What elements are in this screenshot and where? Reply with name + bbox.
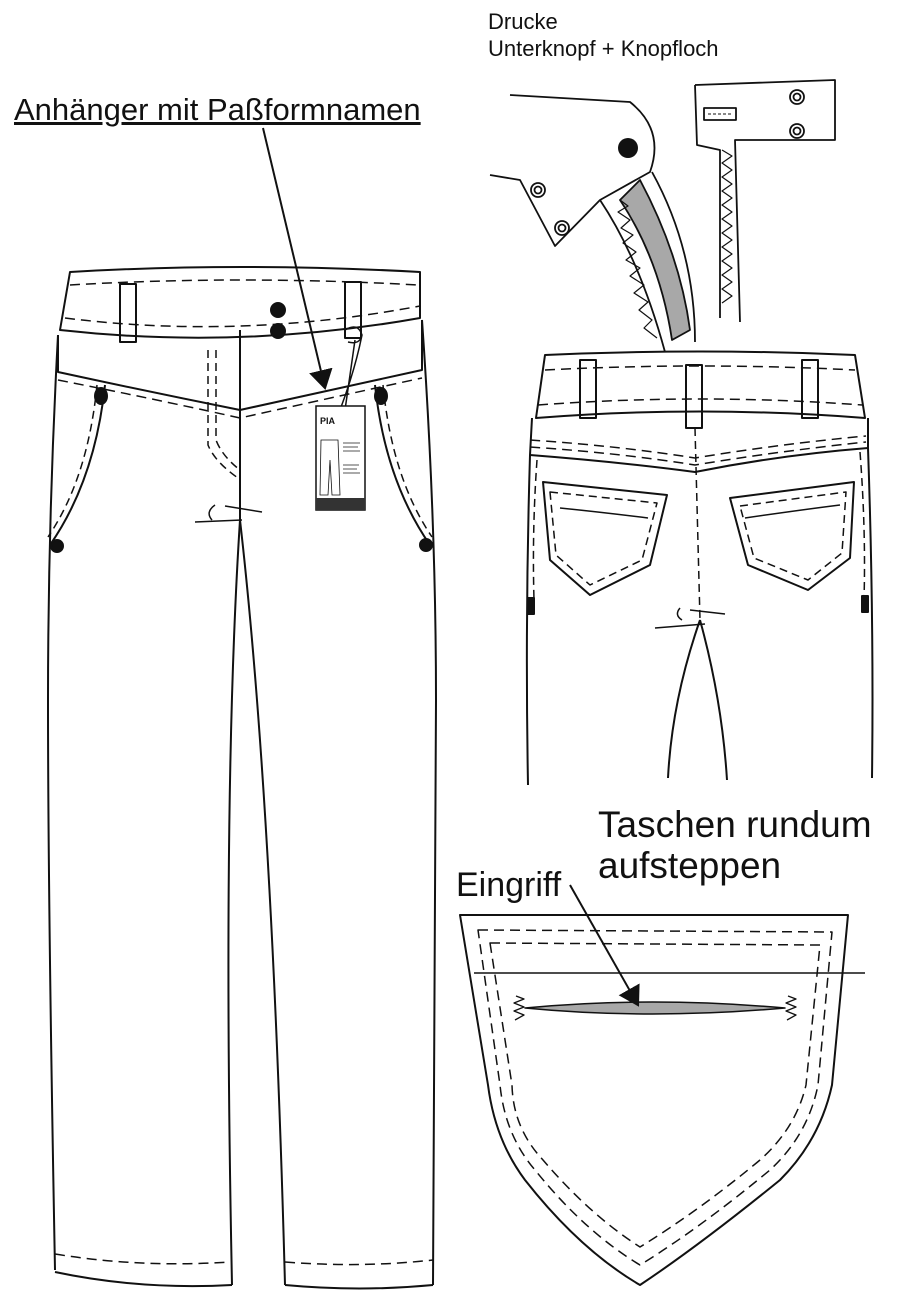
front-rivet: [419, 538, 433, 552]
zipper-teeth: [721, 149, 733, 304]
back-pocket-right: [729, 481, 855, 591]
front-hem-right-stitch: [284, 1259, 434, 1266]
front-pocket-right-stitch: [382, 384, 433, 538]
prints-label: Drucke Unterknopf + Knopfloch: [488, 8, 719, 62]
front-view-pants: [47, 266, 437, 1290]
front-pocket-right: [374, 384, 431, 546]
button-tab-edge: [599, 199, 666, 353]
back-pocket-right-stitch: [739, 491, 847, 581]
front-button: [270, 302, 286, 318]
front-fly-stitch: [215, 350, 241, 471]
pocket-stitch-label-line2: aufsteppen: [598, 845, 782, 886]
front-bartack: [194, 504, 263, 523]
back-yoke-stitch: [529, 441, 867, 466]
zipper-teeth: [617, 199, 658, 339]
buttonhole: [703, 107, 737, 121]
opening-arrow: [569, 884, 640, 1007]
back-pocket-right-opening: [744, 504, 841, 519]
front-belt-loop-right: [344, 281, 362, 339]
back-waistband-stitch: [544, 365, 856, 371]
front-hem-left: [54, 1271, 233, 1288]
back-bartack: [861, 595, 869, 613]
front-pocket-left-stitch: [47, 384, 98, 538]
back-waistband-stitch: [537, 398, 863, 406]
pocket-stitch-inner: [489, 942, 821, 1248]
snap-rivet: [554, 220, 570, 236]
front-waistband-stitch: [64, 305, 421, 328]
front-leg-right-outer: [421, 319, 437, 1286]
pocket-stitch-label: Taschen rundum aufsteppen: [598, 804, 872, 886]
front-hem-right: [284, 1284, 434, 1290]
back-leg-right-outer: [867, 447, 874, 779]
back-belt-loop: [579, 359, 597, 419]
button-detail-view: [489, 79, 836, 353]
back-belt-loop: [685, 364, 703, 429]
back-waistband: [535, 350, 866, 419]
front-fly-stitch: [207, 350, 239, 479]
prints-label-line1: Drucke: [488, 9, 558, 34]
pocket-stitch-outer: [477, 929, 833, 1266]
hang-tag-text-lines: [343, 442, 360, 474]
pocket-outline: [459, 914, 849, 1286]
buttonhole-tab: [694, 79, 836, 323]
front-rivet: [50, 539, 64, 553]
hang-tag-fit-name: PIA: [320, 416, 336, 426]
back-pocket-left: [542, 481, 668, 596]
zipper-tape: [619, 179, 691, 341]
front-waistband: [59, 266, 421, 339]
opening-label: Eingriff: [456, 866, 562, 904]
tag-arrow: [262, 127, 333, 390]
back-crotch-inner-left: [667, 619, 701, 779]
back-side-stitch: [532, 459, 538, 601]
back-bartack: [527, 597, 535, 615]
pocket-stitch-label-line1: Taschen rundum: [598, 804, 872, 845]
front-leg-left-inner: [227, 519, 241, 1286]
front-rivet: [374, 387, 388, 405]
hang-tag: PIA: [315, 326, 366, 511]
hang-tag-card: [315, 405, 366, 511]
front-hem-left-stitch: [54, 1253, 231, 1265]
front-button: [270, 323, 286, 339]
front-rivet: [94, 387, 108, 405]
front-leg-left-outer: [47, 334, 59, 1271]
button-tab-flap: [489, 94, 656, 247]
prints-label-line2: Unterknopf + Knopfloch: [488, 36, 719, 61]
pocket-detail-view: [459, 914, 865, 1286]
back-leg-left-outer: [525, 454, 531, 786]
pocket-bartack-right: [785, 995, 797, 1021]
pocket-opening: [524, 1001, 786, 1015]
back-center-seam: [694, 427, 701, 621]
snap-rivet: [789, 89, 805, 105]
buttonhole-tab-edge: [694, 84, 721, 318]
hang-tag-pants-icon: [319, 439, 341, 496]
front-pocket-left: [49, 384, 106, 546]
back-pocket-left-opening: [559, 507, 649, 519]
back-crotch-bartack: [654, 607, 726, 629]
back-view-pants: [525, 350, 874, 786]
button-detail-button: [618, 138, 638, 158]
snap-rivet: [530, 182, 546, 198]
back-yoke-stitch: [529, 435, 867, 459]
tag-label: Anhänger mit Paßformnamen: [14, 92, 421, 127]
pocket-bartack-left: [513, 995, 525, 1021]
back-yoke: [529, 417, 869, 473]
back-belt-loop: [801, 359, 819, 419]
front-leg-right-inner: [239, 519, 286, 1286]
back-side-stitch: [859, 451, 866, 601]
button-tab-edge: [651, 171, 696, 343]
back-crotch-inner-right: [699, 619, 728, 781]
hang-tag-footer: [316, 498, 365, 510]
hang-tag-string: [339, 326, 363, 411]
snap-rivet: [789, 123, 805, 139]
front-belt-loop-left: [119, 283, 137, 343]
back-pocket-left-stitch: [549, 491, 658, 586]
